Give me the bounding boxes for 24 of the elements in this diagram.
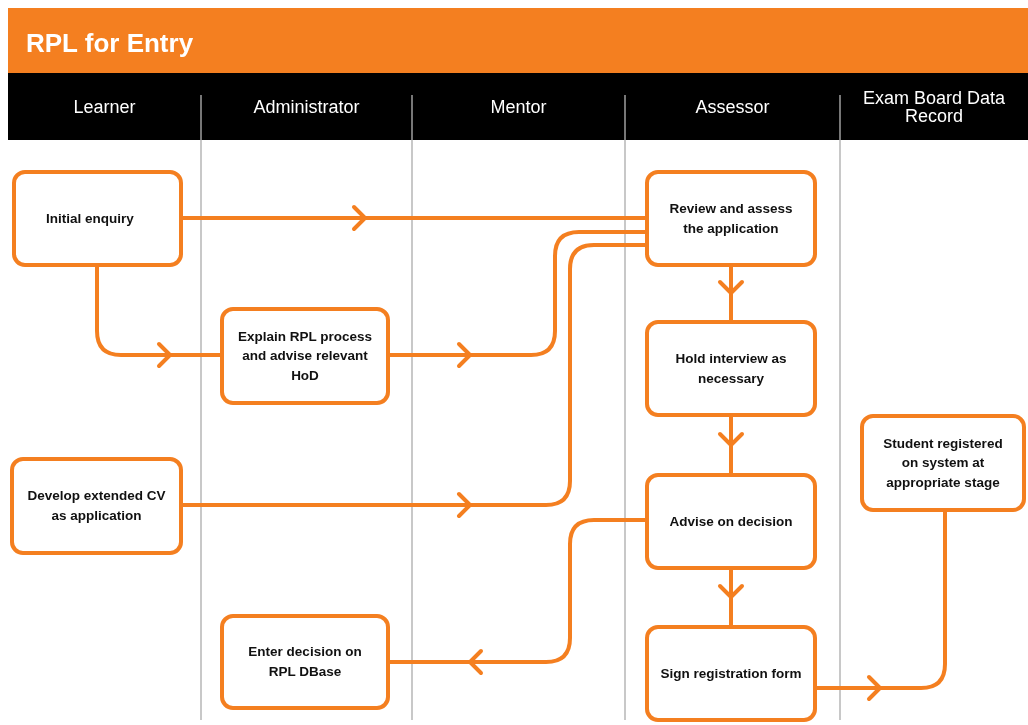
lane-label: Exam Board Data Record xyxy=(861,88,1007,125)
lane-label: Administrator xyxy=(253,97,360,116)
process-box xyxy=(645,170,817,267)
process-label: Advise on decision xyxy=(669,512,793,531)
process-label: Sign registration form xyxy=(660,664,802,683)
process-box xyxy=(860,414,1026,512)
process-box xyxy=(645,473,817,570)
process-box xyxy=(645,320,817,417)
process-label: Enter decision on RPL DBase xyxy=(247,643,363,681)
process-label: Initial enquiry xyxy=(46,209,134,228)
process-box xyxy=(12,170,183,267)
process-box xyxy=(220,307,390,405)
process-box xyxy=(10,457,183,555)
lane-label: Mentor xyxy=(490,97,547,116)
process-box xyxy=(220,614,390,710)
process-label: Develop extended CV as application xyxy=(26,487,167,525)
process-label: Review and assess the application xyxy=(668,199,794,238)
diagram-title: RPL for Entry xyxy=(26,28,194,59)
lane-label: Assessor xyxy=(695,97,770,116)
process-label: Hold interview as necessary xyxy=(674,349,788,388)
lane-label: Learner xyxy=(73,97,136,116)
process-label: Explain RPL process and advise relevant HoD xyxy=(236,327,374,385)
process-label: Student registered on system at appropriate stage xyxy=(882,434,1004,492)
process-box xyxy=(645,625,817,722)
